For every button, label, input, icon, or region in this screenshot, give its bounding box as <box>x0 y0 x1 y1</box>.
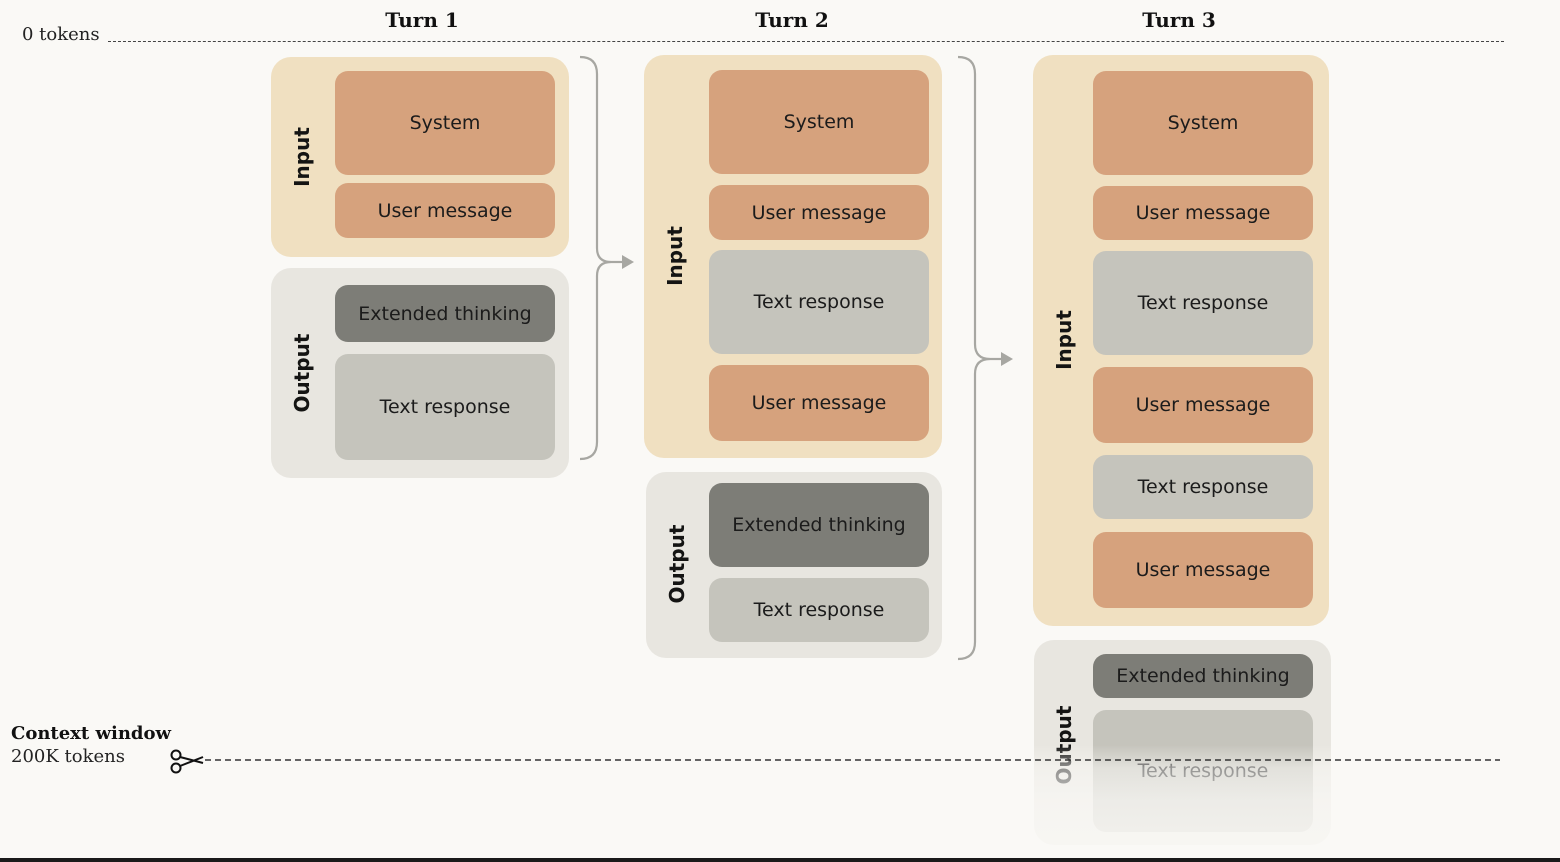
turn-3-user-message-block-3: User message <box>1093 532 1313 608</box>
bottom-border <box>0 858 1560 862</box>
turn-3-user-message-block: User message <box>1093 186 1313 240</box>
turn-2-input-panel: Input System User message Text response … <box>644 55 942 458</box>
scissors-icon <box>170 749 204 774</box>
context-window-title: Context window <box>11 723 172 744</box>
turn-1-input-panel: Input System User message <box>271 57 569 257</box>
turn-2-extended-thinking-block: Extended thinking <box>709 483 929 567</box>
turn-2-system-block: System <box>709 70 929 174</box>
turn-3-text-response-block: Text response <box>1093 251 1313 355</box>
turn-2-title: Turn 2 <box>755 8 829 32</box>
turn-2-output-panel: Output Extended thinking Text response <box>646 472 942 658</box>
turn-1-bracket <box>579 55 612 461</box>
turn-2-user-message-block-2: User message <box>709 365 929 441</box>
turn-2-bracket <box>957 55 991 661</box>
turn-1-user-message-block: User message <box>335 183 555 238</box>
context-window-limit: 200K tokens <box>11 746 125 767</box>
turn-1-title: Turn 1 <box>385 8 459 32</box>
turn-1-output-panel: Output Extended thinking Text response <box>271 268 569 478</box>
turn-3-text-response-block-2: Text response <box>1093 455 1313 519</box>
turn-3-user-message-block-2: User message <box>1093 367 1313 443</box>
turn-2-user-message-block: User message <box>709 185 929 240</box>
turn-3-title: Turn 3 <box>1142 8 1216 32</box>
turn-3-system-block: System <box>1093 71 1313 175</box>
turn-1-arrow-head <box>622 255 634 269</box>
turn-3-input-panel: Input System User message Text response … <box>1033 55 1329 626</box>
turn-2-text-response-block: Text response <box>709 250 929 354</box>
turn-1-text-response-block: Text response <box>335 354 555 460</box>
turn-1-extended-thinking-block: Extended thinking <box>335 285 555 342</box>
zero-tokens-label: 0 tokens <box>22 24 100 45</box>
turn-2-arrow-head <box>1001 352 1013 366</box>
turn-1-system-block: System <box>335 71 555 175</box>
top-dashed-line <box>108 41 1504 42</box>
turn-2-text-response-block-output: Text response <box>709 578 929 642</box>
